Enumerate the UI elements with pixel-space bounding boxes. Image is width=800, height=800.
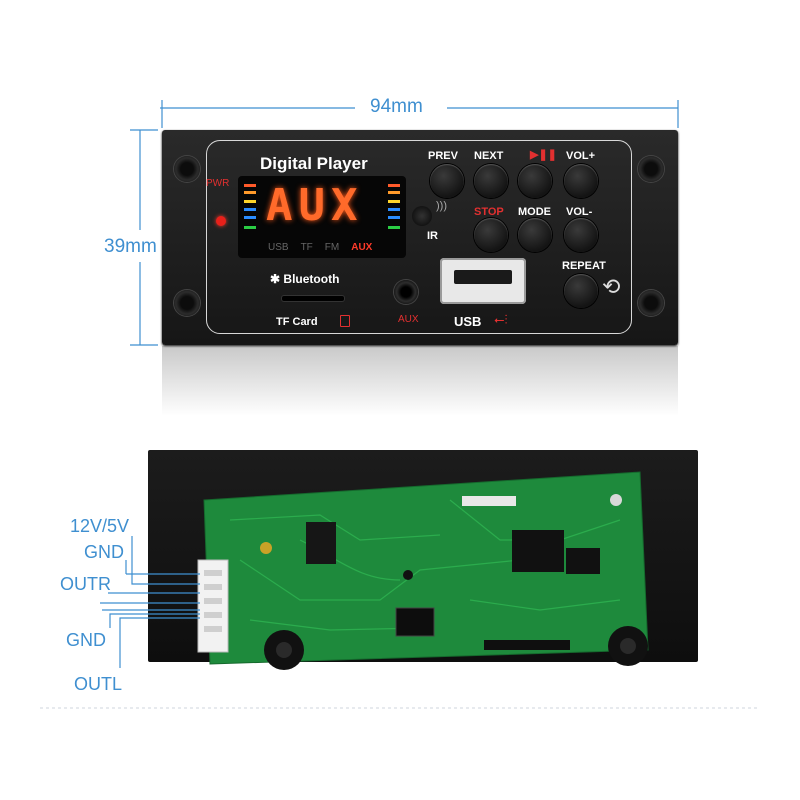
bluetooth-icon: ✱ — [270, 272, 281, 286]
pin-label-outl: OUTL — [74, 674, 123, 694]
prev-button[interactable] — [430, 164, 464, 198]
screw-hole-icon — [174, 290, 200, 316]
front-panel: Digital Player PWR AUX USB TF FM AUX )))… — [162, 130, 678, 345]
pin-label-gnd-2: GND — [66, 630, 106, 650]
ir-wave-icon: ))) — [436, 200, 447, 212]
level-bars — [244, 184, 400, 229]
prev-label: PREV — [428, 150, 458, 162]
pin-label-outr: OUTR — [60, 574, 111, 594]
usb-port-tongue — [454, 270, 512, 284]
display-digits: AUX — [266, 180, 364, 231]
tf-card-slot[interactable] — [282, 296, 344, 301]
vol-up-label: VOL+ — [566, 150, 596, 162]
ir-label: IR — [427, 230, 438, 242]
ir-receiver — [412, 206, 432, 226]
vol-up-button[interactable] — [564, 164, 598, 198]
height-label: 39mm — [104, 236, 157, 257]
mode-fm: FM — [324, 242, 340, 253]
panel-reflection — [162, 346, 678, 416]
screw-hole-icon — [174, 156, 200, 182]
vol-down-label: VOL- — [566, 206, 593, 218]
mode-button[interactable] — [518, 218, 552, 252]
stop-label: STOP — [474, 206, 504, 218]
repeat-icon: ⟲ — [602, 274, 621, 299]
pwr-label: PWR — [206, 178, 230, 189]
led-display: AUX USB TF FM AUX — [238, 176, 406, 258]
screw-hole-icon — [638, 290, 664, 316]
screw-hole-icon — [638, 156, 664, 182]
aux-jack[interactable] — [394, 280, 418, 304]
stop-button[interactable] — [474, 218, 508, 252]
bluetooth-label: Bluetooth — [283, 272, 340, 286]
next-label: NEXT — [474, 150, 504, 162]
usb-icon: ⭠⫶ — [494, 312, 508, 327]
display-mode-row: USB TF FM AUX — [268, 242, 372, 253]
mode-tf: TF — [300, 242, 313, 253]
tf-card-label: TF Card — [276, 316, 318, 328]
vol-down-button[interactable] — [564, 218, 598, 252]
pin-label-power: 12V/5V — [70, 516, 130, 536]
panel-outline — [206, 140, 632, 334]
width-label: 94mm — [370, 96, 423, 117]
usb-label: USB — [454, 314, 482, 329]
usb-port[interactable] — [440, 258, 526, 304]
mode-usb: USB — [268, 242, 289, 253]
mode-label: MODE — [518, 206, 551, 218]
sd-card-icon — [340, 315, 350, 327]
mode-aux: AUX — [351, 242, 373, 253]
play-pause-button[interactable] — [518, 164, 552, 198]
power-led — [216, 216, 226, 226]
pin-label-gnd-1: GND — [84, 542, 124, 562]
repeat-button[interactable] — [564, 274, 598, 308]
panel-title: Digital Player — [260, 154, 368, 173]
aux-label: AUX — [398, 314, 419, 325]
next-button[interactable] — [474, 164, 508, 198]
bluetooth-row: ✱ Bluetooth — [270, 272, 339, 286]
repeat-label: REPEAT — [562, 260, 606, 272]
play-pause-icon: ▶❚❚ — [530, 149, 557, 161]
